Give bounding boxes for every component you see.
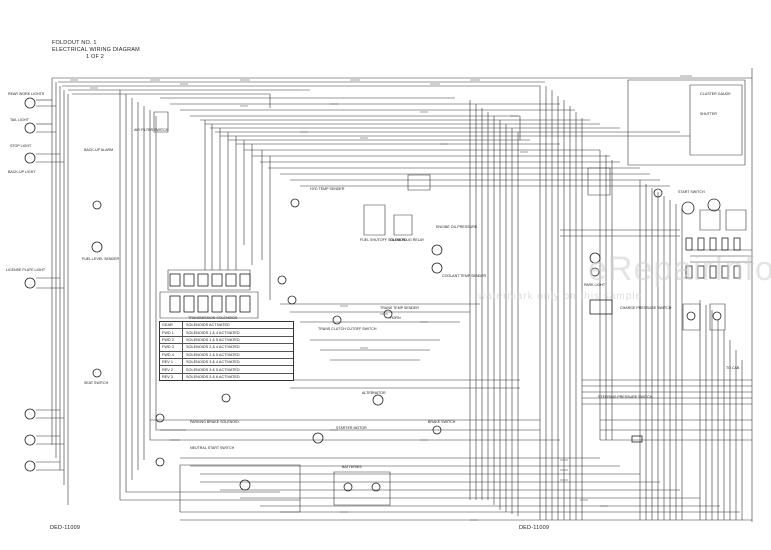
solenoid-cell: SOLENOIDS 2 & 5 ACTIVATED	[186, 352, 240, 357]
label-glow-plug: GLOW PLUG RELAY	[390, 238, 425, 242]
foldout-header: FOLDOUT NO. 1 ELECTRICAL WIRING DIAGRAM …	[52, 40, 140, 61]
solenoid-column-header: SOLENOIDS ACTIVATED	[186, 323, 230, 328]
label-batteries: BATTERIES	[342, 465, 362, 469]
label-cluster: CLUSTER GAUGE	[700, 92, 731, 96]
label-back-up-light: BACK-UP LIGHT	[8, 170, 36, 174]
component-symbols	[24, 97, 741, 492]
label-stop-light: STOP LIGHT	[10, 144, 32, 148]
label-coolant-temp: COOLANT TEMP SENDER	[442, 274, 487, 278]
label-park-light: PARK LIGHT	[584, 283, 606, 287]
diagram-title: ELECTRICAL WIRING DIAGRAM	[52, 47, 140, 53]
gear-cell: FWD 3	[160, 344, 183, 351]
label-back-up-alarm: BACK-UP ALARM	[84, 148, 114, 152]
gear-cell: FWD 2	[160, 336, 183, 344]
label-trans-temp: TRANS TEMP SENDER	[380, 306, 420, 310]
label-seat-switch: SEAT SWITCH	[84, 381, 109, 385]
solenoid-cell: SOLENOIDS 3 & 6 ACTIVATED	[186, 374, 240, 379]
gear-cell: REV 2	[160, 366, 183, 373]
label-charge-press: CHARGE PRESSURE SWITCH	[620, 306, 672, 310]
foldout-number: FOLDOUT NO. 1	[52, 40, 97, 46]
label-neutral-switch: NEUTRAL START SWITCH	[190, 446, 235, 450]
label-license-plate: LICENSE PLATE LIGHT	[6, 268, 46, 272]
label-trans-clutch: TRANS CLUTCH CUTOFF SWITCH	[318, 327, 377, 331]
gear-cell: FWD 1	[160, 329, 183, 336]
label-engine-oil: ENGINE OIL PRESSURE	[436, 225, 478, 229]
label-horn: HORN	[390, 316, 401, 320]
doc-code-left: DED-11009	[50, 525, 81, 531]
label-hyd-temp: HYD TEMP SENDER	[310, 187, 345, 191]
label-to-cab: TO CAB	[726, 366, 740, 370]
wire-harness	[36, 68, 753, 522]
table-header-row: GEAR SOLENOIDS ACTIVATED	[160, 322, 293, 329]
label-fuel-sender: FUEL LEVEL SENDER	[82, 257, 120, 261]
label-park-brake: PARKING BRAKE SOLENOID	[190, 420, 239, 424]
label-air-filter: AIR FILTER SWITCH	[134, 128, 169, 132]
label-steer-pressure: STEERING PRESSURE SWITCH	[598, 395, 653, 399]
solenoid-cell: SOLENOIDS 2 & 4 ACTIVATED	[186, 345, 240, 350]
gear-column-header: GEAR	[160, 322, 183, 329]
label-tail-light: TAIL LIGHT	[10, 118, 29, 122]
watermark-subtitle: watermark only on this sample	[478, 291, 643, 302]
solenoid-cell: SOLENOIDS 1 & 4 ACTIVATED	[186, 330, 240, 335]
label-fuel-shutoff: FUEL SHUTOFF SOLENOID	[360, 238, 407, 242]
gear-cell: REV 1	[160, 358, 183, 366]
doc-code-center: DED-11009	[519, 525, 550, 531]
solenoid-cell: SOLENOIDS 3 & 5 ACTIVATED	[186, 367, 240, 372]
label-start-switch: START SWITCH	[678, 190, 705, 194]
gear-cell: FWD 4	[160, 351, 183, 358]
solenoid-table-title: TRANSMISSION SOLENOIDS	[188, 316, 238, 320]
wire-code-marks	[70, 75, 692, 521]
label-brake-switch: BRAKE SWITCH	[428, 420, 456, 424]
label-starter: STARTER MOTOR	[336, 426, 367, 430]
watermark-logo: eRepairInfo	[588, 250, 771, 288]
sheet-count: 1 OF 2	[86, 54, 105, 60]
label-alternator: ALTERNATOR	[362, 391, 386, 395]
gear-cell: REV 3	[160, 373, 183, 381]
solenoid-cell: SOLENOIDS 3 & 4 ACTIVATED	[186, 360, 240, 365]
label-rear-work-lights: REAR WORK LIGHTS	[8, 92, 45, 96]
label-shutter: SHUTTER	[700, 112, 717, 116]
solenoid-cell: SOLENOIDS 1 & 5 ACTIVATED	[186, 337, 240, 342]
